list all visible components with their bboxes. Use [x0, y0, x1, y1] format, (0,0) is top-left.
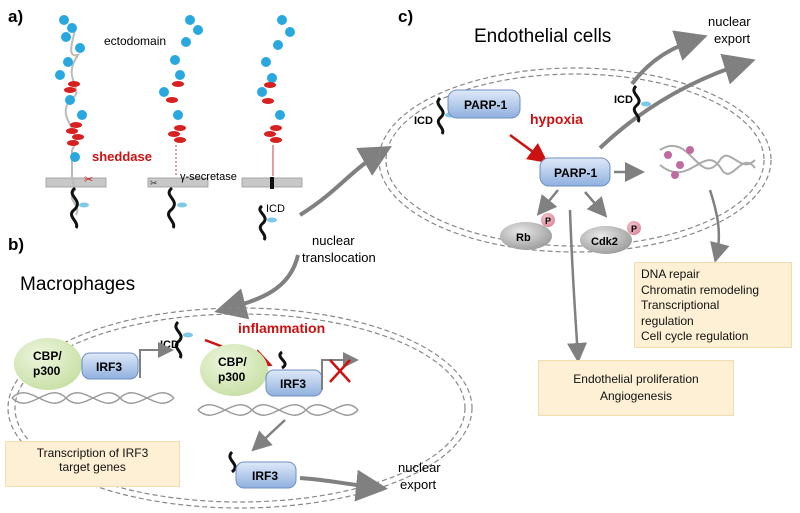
hypoxia-arrow	[509, 133, 549, 163]
scissors-icon-2: ✂	[150, 178, 158, 188]
hypoxia-label: hypoxia	[530, 111, 583, 127]
sheddase-label: sheddase	[92, 149, 152, 164]
icd-fragment-b	[174, 320, 183, 359]
irf3-export	[235, 461, 297, 489]
function-chromatin-remodeling: Chromatin remodeling	[641, 282, 760, 297]
block-x-icon	[329, 359, 351, 383]
cbp-p300-label-left: CBP/ p300	[33, 349, 65, 378]
icd-bound-irf3	[278, 350, 287, 370]
phospho-cdk2-label: P	[631, 224, 637, 234]
icd-irf3-export	[228, 450, 237, 474]
arrow-to-functions	[708, 189, 730, 263]
transcription-box: Transcription of IRF3 target genes	[5, 441, 180, 487]
arrow-to-cdk2	[584, 191, 608, 218]
dna-left	[11, 392, 175, 404]
panel-c-label: c)	[398, 7, 413, 26]
icd-label-c1: ICD	[414, 115, 433, 127]
functions-box: DNA repair Chromatin remodeling Transcri…	[634, 262, 792, 348]
rb-protein	[500, 222, 552, 250]
phospho-rb	[541, 213, 555, 227]
cdk2-protein	[580, 226, 632, 254]
phospho-rb-label: P	[545, 216, 551, 226]
cbp-p300-label-right: CBP/ p300	[218, 355, 250, 384]
arrow-to-macrophages	[214, 254, 300, 320]
macrophage-nucleus-outer	[7, 307, 473, 509]
nuclear-export-label-b: nuclear export	[398, 460, 444, 492]
macrophages-title: Macrophages	[20, 274, 135, 295]
nuclear-export-arrow-b	[299, 469, 388, 502]
icd-label-a: ICD	[266, 203, 285, 215]
gamma-secretase-label: γ-secretase	[180, 171, 237, 183]
function-dna-repair: DNA repair	[641, 267, 700, 281]
irf3-label-export: IRF3	[252, 469, 278, 483]
proliferation-line: Endothelial proliferation	[573, 372, 699, 386]
receptor-released	[257, 15, 295, 241]
inflammation-label: inflammation	[238, 320, 325, 336]
receptor-full-length	[55, 15, 89, 229]
parp1-activated	[539, 157, 611, 187]
arrow-to-endothelial	[298, 146, 392, 217]
icd-fragment-c2	[632, 84, 641, 123]
endothelial-nucleus-outer	[378, 67, 772, 253]
icd-fragment-c1	[436, 96, 445, 135]
chromatin-icon	[659, 144, 756, 179]
scissors-icon: ✂	[84, 174, 93, 186]
icd-label-c2: ICD	[614, 94, 633, 106]
function-regulation: regulation	[641, 313, 694, 328]
rb-label: Rb	[516, 232, 531, 244]
nuclear-export-label-c: nuclear export	[708, 14, 754, 46]
dna-right	[197, 404, 359, 416]
blocked-transcription-arrow	[321, 352, 359, 390]
macrophage-nucleus-inner	[14, 313, 466, 503]
cbp-p300-complex-right	[200, 344, 268, 396]
transcription-box-line-1: Transcription of IRF3	[36, 446, 149, 460]
function-cell-cycle: Cell cycle regulation	[641, 329, 749, 343]
irf3-label-right: IRF3	[280, 377, 306, 391]
arrow-to-proliferation	[567, 209, 588, 363]
irf3-label-left: IRF3	[96, 360, 122, 374]
panel-a-label: a)	[8, 7, 23, 26]
parp1-top	[447, 89, 521, 119]
endothelial-title: Endothelial cells	[474, 26, 611, 47]
transcription-arrow	[139, 342, 174, 378]
nuclear-export-arrow-c2	[598, 53, 756, 150]
proliferation-box: Endothelial proliferation Angiogenesis	[538, 360, 734, 416]
parp1-label-activated: PARP-1	[554, 166, 597, 180]
endothelial-nucleus-inner	[385, 73, 765, 247]
phospho-cdk2	[627, 221, 641, 235]
ectodomain-label: ectodomain	[104, 34, 166, 48]
arrow-to-rb	[536, 189, 559, 216]
cbp-p300-complex-left	[14, 338, 82, 390]
nuclear-translocation-label: nuclear translocation	[302, 233, 376, 265]
nuclear-export-arrow-c1	[630, 30, 708, 86]
irf3-left	[81, 352, 139, 380]
parp1-label-top: PARP-1	[464, 98, 507, 112]
function-transcriptional: Transcriptional	[641, 298, 720, 312]
panel-b-label: b)	[8, 235, 24, 254]
cdk2-label: Cdk2	[591, 236, 618, 248]
receptor-cleaved	[159, 15, 203, 229]
transcription-box-line-2: target genes	[59, 460, 126, 474]
irf3-release-arrow	[251, 419, 286, 452]
angiogenesis-line: Angiogenesis	[599, 389, 673, 403]
